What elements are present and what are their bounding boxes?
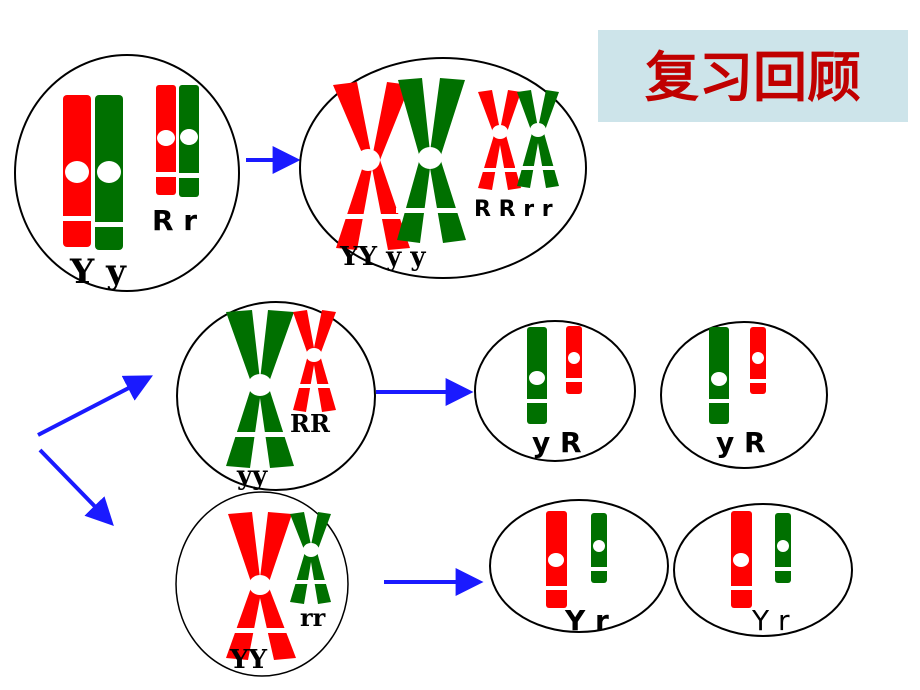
label-big: YY — [229, 645, 268, 675]
cell-replicated: YY y y R R r r — [299, 57, 587, 279]
gamete-label: Y r — [751, 604, 790, 637]
gamete-2: y R — [660, 321, 828, 469]
chromosome-R — [750, 327, 766, 394]
cell-membrane — [660, 321, 828, 469]
cell-initial: Y y R r — [14, 54, 240, 292]
arrow-down-right — [38, 448, 114, 527]
chromosome-r — [775, 513, 791, 583]
cell-membrane — [673, 503, 853, 637]
chromosome-x-small-green — [288, 512, 334, 604]
chromosome-X-red — [224, 512, 298, 660]
chromosome-X-green — [224, 310, 296, 468]
chromosome-y — [527, 327, 547, 424]
chromosome-X-green — [396, 78, 468, 243]
label-small: rr — [300, 603, 326, 632]
split-arrows — [37, 375, 153, 527]
label-big: Y y — [69, 252, 127, 292]
chromosome-x-small-green — [515, 90, 563, 188]
cell-membrane — [175, 491, 349, 677]
gamete-label: Y r — [564, 604, 609, 637]
gamete-label: y R — [532, 426, 582, 459]
chromosome-Y — [546, 511, 567, 608]
cell-mid-upper: yy RR — [176, 301, 376, 491]
label-big: yy — [236, 461, 268, 491]
gamete-label: y R — [716, 426, 766, 459]
label-big: YY y y — [339, 242, 426, 272]
chromosome-y — [709, 327, 729, 424]
title-background — [598, 30, 908, 122]
chromosome-x-small-red — [476, 90, 524, 190]
chromosome-X-red — [332, 82, 412, 250]
gamete-4: Y r — [673, 503, 853, 637]
cell-membrane — [489, 499, 669, 633]
arrow-up-right — [37, 375, 153, 437]
label-small: RR — [290, 409, 331, 438]
cell-mid-lower: YY rr — [175, 491, 349, 677]
chromosome-r — [591, 513, 607, 583]
chromosome-x-small-red — [291, 310, 339, 412]
title-box: 复习回顾 — [598, 30, 908, 122]
cell-membrane — [474, 320, 636, 462]
label-small: R R r r — [474, 197, 553, 222]
cell-membrane — [14, 54, 240, 292]
chromosome-Y — [63, 95, 91, 247]
chromosome-y — [95, 95, 123, 250]
cell-membrane — [176, 301, 376, 491]
gamete-3: Y r — [489, 499, 669, 637]
chromosome-r — [179, 85, 199, 197]
cell-membrane — [299, 57, 587, 279]
gamete-1: y R — [474, 320, 636, 462]
chromosome-R — [156, 85, 176, 195]
chromosome-Y — [731, 511, 752, 608]
title-text: 复习回顾 — [645, 46, 861, 109]
chromosome-R — [566, 326, 582, 394]
label-small: R r — [152, 204, 197, 237]
